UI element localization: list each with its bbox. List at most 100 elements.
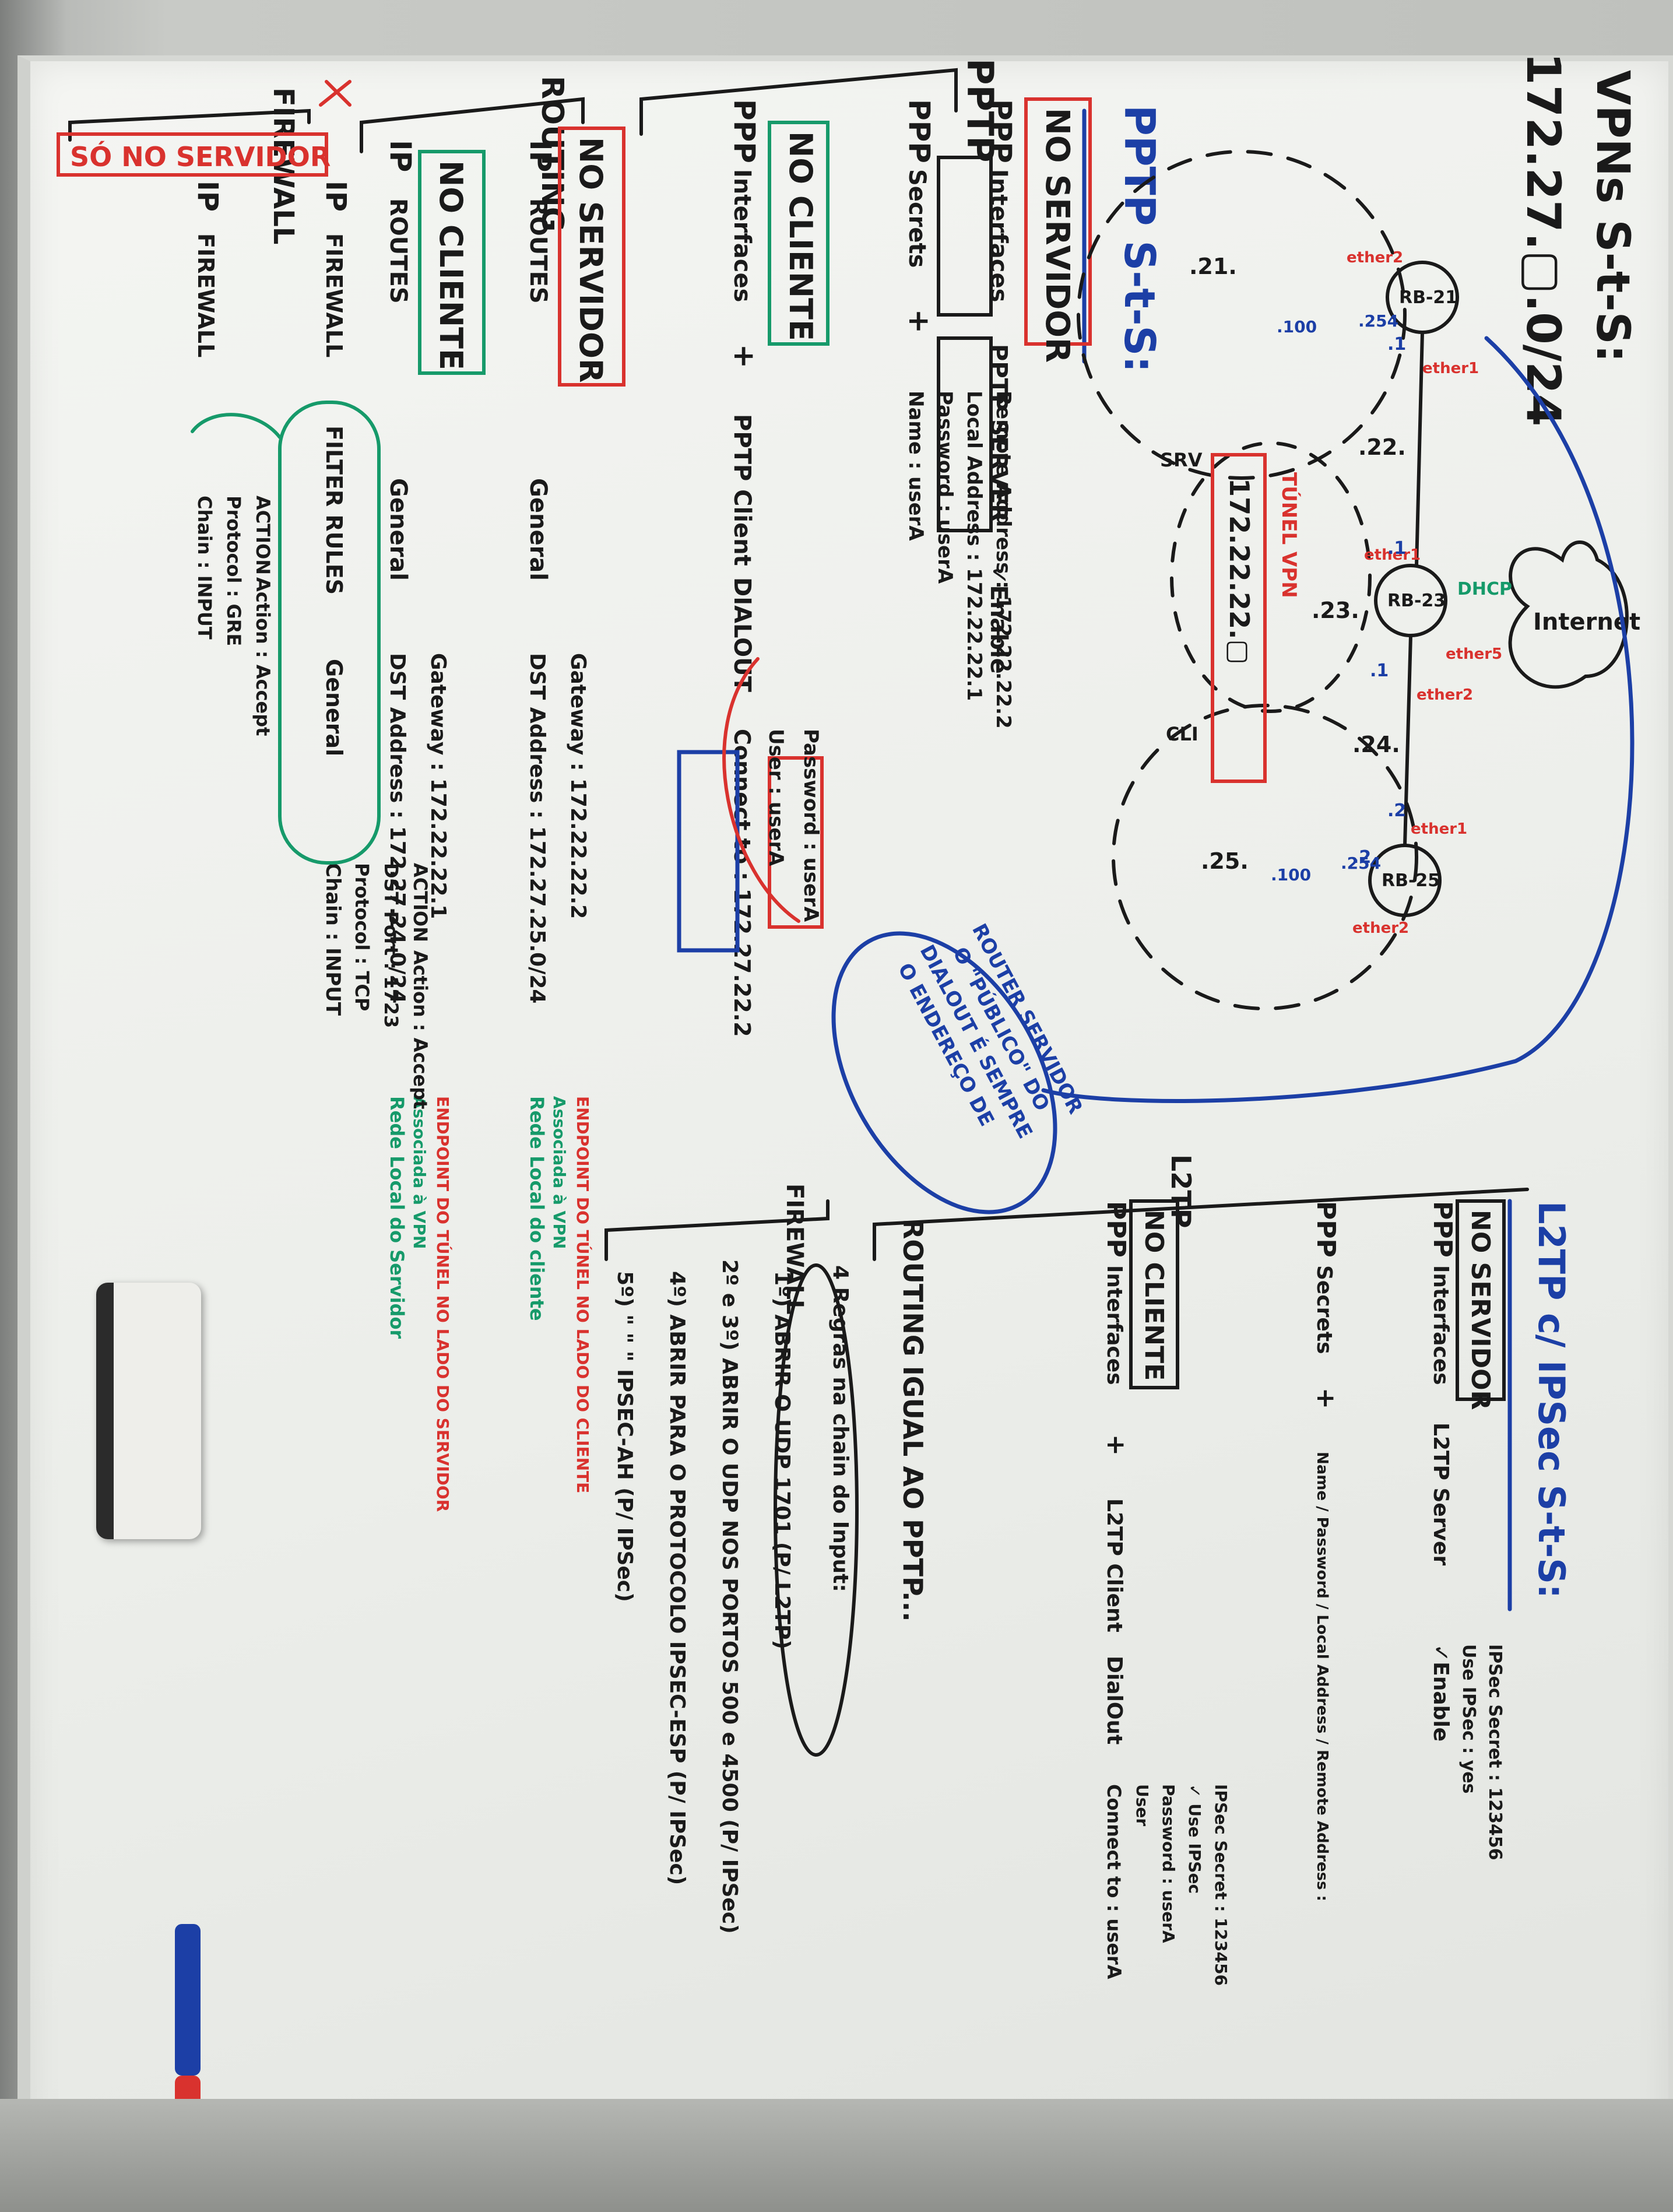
srv-label: SRV [1160, 449, 1203, 471]
routing-routes1: ROUTES [525, 198, 551, 304]
dot1c-label: .1 [1387, 334, 1406, 354]
firewall-action-val: Action : Accept [409, 950, 431, 1109]
l2tp-s-l2tp-server: L2TP Server [1429, 1423, 1453, 1565]
eth-label-c: ether2 [1417, 686, 1473, 704]
router-rb25-label: RB-25 [1382, 870, 1440, 891]
pptp-s-secrets: Secrets [904, 169, 930, 268]
routing-client-box [418, 150, 486, 375]
eth5-label: ether5 [1446, 645, 1502, 663]
firewall-filter-rules: FILTER RULES [321, 426, 347, 595]
eth1-label: ether1 [1422, 360, 1479, 377]
firewall-bracket [68, 108, 311, 142]
board-title: VPNs S-t-S: [1586, 70, 1639, 363]
pptp-s-plus: + [902, 309, 936, 333]
routing-server-label: NO SERVIDOR [572, 137, 609, 382]
pptp-s-ppp2: PPP [902, 99, 936, 163]
l2tp-c-l2tp-client: L2TP Client [1102, 1498, 1126, 1632]
pptp-bracket [639, 68, 958, 136]
pptp-s-local: Local Address : 172.22.22.1 [962, 391, 986, 701]
dialout-note-ellipse [831, 931, 1057, 1214]
routing-note-ep-client: ENDPOINT DO TÚNEL NO LADO DO CLIENTE [573, 1096, 593, 1493]
l2tp-s-ppp: PPP [1428, 1201, 1457, 1258]
firewall-green-arrow [191, 413, 282, 439]
header-firewall: FIREWALL [267, 87, 300, 245]
l2tp-regras: 4 Regras na chain do Input: [828, 1265, 852, 1592]
firewall-green-loop [278, 401, 381, 865]
pptp-s-interfaces-box [937, 156, 993, 317]
routing-general1: General [525, 478, 551, 581]
eth-label-d: ether1 [1411, 820, 1467, 838]
routing-note-lan-client: Rede Local do cliente [526, 1096, 548, 1321]
l2tp-s-plus: + [1311, 1388, 1341, 1409]
pptp-c-user: User : userA [764, 729, 788, 866]
pptp-client-box [768, 121, 830, 346]
firewall-only-server: SÓ NO SERVIDOR [70, 141, 331, 173]
pptp-server-box [1024, 97, 1092, 346]
eth-label-b: ether1 [1364, 546, 1421, 564]
routing-note-lan-client2: Associada à VPN [550, 1096, 569, 1249]
l2tp-s-ppp2: PPP [1311, 1201, 1341, 1258]
l2tp-server-label: NO SERVIDOR [1465, 1210, 1495, 1410]
pptp-red-link [722, 657, 800, 923]
router-rb23-label: RB-23 [1387, 591, 1446, 611]
pptp-s-remote: Remote Address : 172.22.22.2 [992, 391, 1015, 729]
header-l2tp: L2TP [1165, 1154, 1197, 1228]
dot2a-label: .2 [1387, 800, 1406, 821]
lan-23-circle [1170, 441, 1372, 713]
l2tp-s-secrets: Secrets [1312, 1265, 1336, 1354]
pptp-c-connect: Connect to : 172.27.22.2 [729, 729, 755, 1037]
routing-bracket [360, 97, 585, 153]
l2tp-s-fields: Name / Password / Local Address / Remote… [1313, 1452, 1331, 1901]
regras-ellipse [774, 1263, 859, 1757]
routing-note-ep-server: ENDPOINT DO TÚNEL NO LADO DO SERVIDOR [433, 1096, 453, 1512]
net23-label: .23. [1312, 598, 1359, 623]
l2tp-r3: 4º) ABRIR PARA O PROTOCOLO IPSEC-ESP (P/… [665, 1271, 689, 1885]
router-rb21-label: RB-21 [1399, 287, 1457, 308]
l2tp-c-use-ipsec: ✓ Use IPSec [1185, 1784, 1204, 1894]
pptp-c-plus: + [727, 344, 761, 368]
eth2-label: ether2 [1347, 249, 1403, 266]
l2tp-r2: 2º e 3º) ABRIR O UDP NOS PORTOS 500 e 45… [718, 1259, 741, 1934]
pptp-connect-box [677, 750, 740, 953]
l2tp-c-ipsec-secret: IPSec Secret : 123456 [1211, 1784, 1231, 1986]
l2tp-c-dialout: DialOut [1102, 1656, 1126, 1744]
asterisk-mark [319, 80, 352, 107]
header-firewall2: FIREWALL [781, 1184, 808, 1315]
router-links [1403, 331, 1424, 847]
l2tp-client-label: NO CLIENTE [1139, 1210, 1169, 1381]
routing-note-lan-server: Rede Local do Servidor [386, 1096, 408, 1339]
blue-marker [175, 1924, 201, 2076]
routing-general2: General [385, 478, 412, 581]
l2tp-s-use-ipsec: Use IPSec : yes [1458, 1644, 1479, 1794]
tunnel-label: TÚNEL VPN [1277, 472, 1301, 598]
firewall-chain: Chain : INPUT [321, 863, 345, 1016]
firewall-ip-b: IP [191, 181, 224, 212]
firewall-firewall-b: FIREWALL [193, 233, 219, 357]
net22-label: .22. [1358, 434, 1406, 460]
pptp-c-dialout: DIALOUT [729, 577, 755, 693]
dot2b-label: .2 [1352, 847, 1371, 868]
routing-gw2: Gateway : 172.22.22.1 [426, 653, 450, 919]
cli-label: CLI [1166, 723, 1198, 745]
firewall-chain-b: Chain : INPUT [194, 496, 216, 640]
dot100a-label: .100 [1277, 317, 1317, 336]
dot100b-label: .100 [1271, 865, 1311, 884]
routing-dst1: DST Address : 172.27.25.0/24 [525, 653, 549, 1003]
firewall-firewall-a: FIREWALL [321, 233, 347, 357]
board-network: 172.27.▢.0/24 [1516, 52, 1570, 426]
whiteboard [17, 55, 1673, 2195]
pptp-s-password: Password : userA [933, 391, 957, 584]
l2tp-c-ppp: PPP [1101, 1201, 1131, 1258]
dot254a-label: .254 [1358, 311, 1398, 331]
l2tp-c-password: Password : userA [1159, 1784, 1178, 1943]
dot254b-label: .254 [1341, 854, 1381, 873]
l2tp-server-box [1456, 1199, 1506, 1401]
routing-note-lan-server2: Associada à VPN [410, 1096, 429, 1249]
l2tp-title: L2TP c/ IPSec S-t-S: [1530, 1201, 1573, 1599]
l2tp-routing-same: ROUTING IGUAL AO PPTP... [897, 1219, 929, 1622]
routing-routes2: ROUTES [385, 198, 412, 304]
eth-label-e: ether2 [1352, 919, 1409, 937]
routing-ip2: IP [384, 140, 417, 172]
firewall-protocol-b: Protocol : GRE [223, 496, 245, 646]
firewall-ip-a: IP [319, 181, 352, 212]
